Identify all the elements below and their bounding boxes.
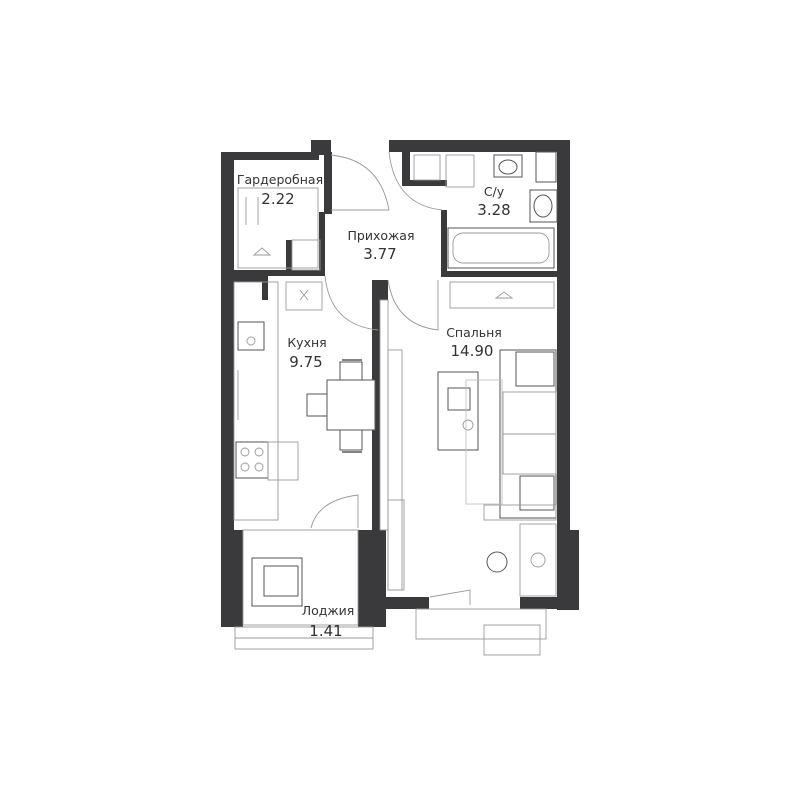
- loggia-name: Лоджия: [302, 603, 355, 618]
- bedroom-area: 14.90: [451, 342, 494, 360]
- doors: [310, 151, 471, 605]
- bathroom-name: С/у: [484, 184, 505, 199]
- wardrobe-name: Гардеробная: [237, 172, 323, 187]
- room-label-bedroom: Спальня 14.90: [446, 325, 502, 360]
- bedroom-furniture: [437, 281, 557, 597]
- kitchen-name: Кухня: [287, 335, 326, 350]
- room-label-kitchen: Кухня 9.75: [287, 335, 326, 371]
- loggia-area: 1.41: [309, 622, 342, 640]
- kitchen-furniture: [233, 281, 376, 521]
- room-label-hall: Прихожая 3.77: [348, 228, 415, 263]
- wardrobe-furniture: [237, 187, 321, 271]
- bathroom-furniture: [413, 151, 558, 269]
- bathroom-area: 3.28: [477, 201, 510, 219]
- hall-area: 3.77: [363, 245, 396, 263]
- bedroom-name: Спальня: [446, 325, 502, 340]
- kitchen-area: 9.75: [289, 353, 322, 371]
- hall-name: Прихожая: [348, 228, 415, 243]
- room-label-wardrobe: Гардеробная 2.22: [237, 172, 323, 208]
- room-label-loggia: Лоджия 1.41: [302, 603, 355, 640]
- walls: [221, 140, 579, 627]
- room-label-bathroom: С/у 3.28: [477, 184, 510, 219]
- wardrobe-area: 2.22: [261, 190, 294, 208]
- hall-furniture: [379, 299, 405, 591]
- loggia-furniture: [234, 529, 547, 656]
